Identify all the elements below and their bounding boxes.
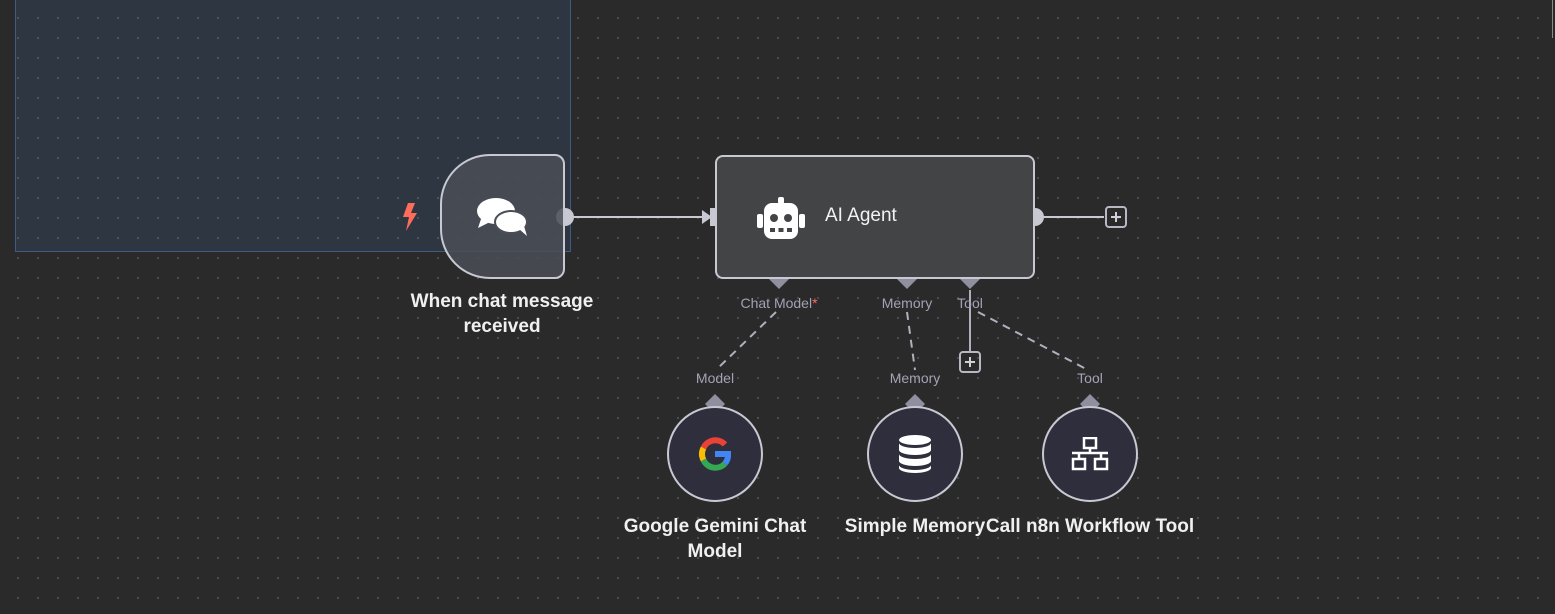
gemini-chat-model-node[interactable]	[667, 406, 763, 502]
gemini-port-label: Model	[695, 370, 735, 386]
ai-agent-node[interactable]: AI Agent	[715, 155, 1035, 279]
canvas-edge-marker	[1552, 0, 1555, 38]
database-icon	[899, 435, 931, 473]
agent-title: AI Agent	[825, 205, 897, 226]
workflow-network-icon	[1071, 437, 1109, 471]
chat-trigger-node[interactable]	[440, 154, 565, 279]
required-asterisk: *	[812, 295, 818, 311]
gemini-node-label: Google Gemini Chat Model	[623, 516, 807, 562]
agent-input-port[interactable]	[710, 208, 719, 226]
chat-model-label-text: Chat Model	[740, 295, 813, 311]
robot-icon	[757, 197, 805, 239]
simple-memory-port-label: Memory	[889, 370, 941, 386]
workflow-tool-node-label: Call n8n Workflow Tool	[985, 516, 1195, 537]
lightning-bolt-icon	[403, 203, 417, 231]
workflow-tool-node[interactable]	[1042, 406, 1138, 502]
tool-port-label: Tool	[957, 295, 983, 311]
simple-memory-node-label: Simple Memory	[844, 516, 986, 537]
workflow-tool-port-label: Tool	[1077, 370, 1103, 386]
agent-output-add-button[interactable]	[1105, 206, 1127, 228]
memory-connection[interactable]	[906, 311, 916, 371]
chat-model-port-label: Chat Model*	[740, 295, 817, 311]
simple-memory-node[interactable]	[867, 406, 963, 502]
trigger-node-label: When chat message received	[410, 291, 594, 337]
tool-connection[interactable]	[977, 311, 1089, 371]
memory-port-label: Memory	[881, 295, 933, 311]
chat-bubbles-icon	[476, 197, 528, 236]
connection-arrow-head	[702, 210, 712, 224]
plus-icon	[1111, 212, 1121, 222]
tool-add-button[interactable]	[959, 351, 981, 373]
google-g-icon	[699, 437, 732, 471]
plus-icon	[965, 357, 975, 367]
model-connection[interactable]	[715, 311, 777, 371]
